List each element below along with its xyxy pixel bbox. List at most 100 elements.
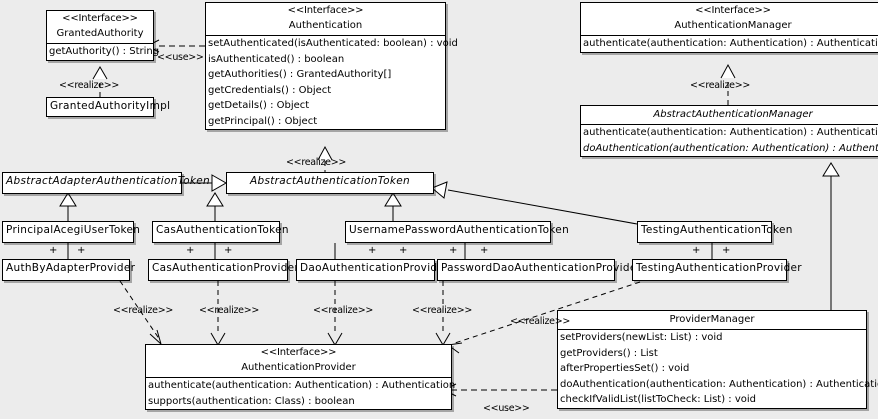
- multiplicity-marker: +: [186, 245, 195, 256]
- edge-label-realize-password-dao-authentication-provider: <<realize>>: [412, 305, 473, 316]
- class-cas-authentication-provider[interactable]: CasAuthenticationProvider: [148, 259, 300, 281]
- edge-label-realize-abstract-authentication-token: <<realize>>: [286, 157, 347, 168]
- members-compartment: authenticate(authentication: Authenticat…: [581, 125, 878, 156]
- member-row: setAuthenticated(isAuthenticated: boolea…: [208, 38, 458, 49]
- member-row: getCredentials() : Object: [208, 84, 332, 96]
- class-abstract-authentication-token[interactable]: AbstractAuthenticationToken: [226, 172, 434, 194]
- multiplicity-marker: +: [224, 245, 233, 256]
- class-name: GrantedAuthorityImpl: [50, 100, 171, 112]
- class-header: AuthByAdapterProvider: [3, 260, 136, 277]
- class-name: AuthenticationManager: [674, 20, 792, 31]
- class-header: ProviderManager: [558, 311, 866, 329]
- class-dao-authentication-provider[interactable]: DaoAuthenticationProvider: [296, 259, 449, 281]
- stereotype-interface: <<Interface>>: [287, 5, 364, 16]
- edge-label-realize-auth-by-adapter-provider: <<realize>>: [113, 305, 174, 316]
- class-name: TestingAuthenticationProvider: [636, 262, 802, 274]
- stereotype-interface: <<Interface>>: [695, 5, 771, 16]
- edge-label-realize-cas-authentication-provider: <<realize>>: [199, 305, 260, 316]
- class-name: AuthByAdapterProvider: [6, 262, 136, 274]
- class-header: AbstractAuthenticationToken: [227, 173, 433, 190]
- section-divider: [581, 35, 878, 36]
- multiplicity-marker: +: [368, 245, 377, 256]
- class-name: AbstractAuthenticationToken: [250, 175, 410, 187]
- multiplicity-marker: +: [399, 245, 408, 256]
- member-row: afterPropertiesSet() : void: [560, 363, 690, 374]
- section-divider: [47, 43, 153, 44]
- class-header: UsernamePasswordAuthenticationToken: [346, 222, 570, 239]
- multiplicity-marker: +: [480, 245, 489, 256]
- members-compartment: setProviders(newList: List) : void getPr…: [558, 330, 878, 408]
- class-name: GrantedAuthority: [56, 28, 144, 39]
- multiplicity-marker: +: [49, 245, 58, 256]
- class-header: <<Interface>> AuthenticationProvider: [146, 345, 451, 377]
- member-row: isAuthenticated() : boolean: [208, 53, 345, 65]
- edge-label-realize-dao-authentication-provider: <<realize>>: [313, 305, 374, 316]
- class-auth-by-adapter-provider[interactable]: AuthByAdapterProvider: [2, 259, 136, 281]
- class-header: TestingAuthenticationProvider: [633, 260, 802, 277]
- member-row: getAuthority() : String: [49, 46, 160, 57]
- class-principal-acegi-user-token[interactable]: PrincipalAcegiUserToken: [2, 221, 141, 243]
- multiplicity-marker: +: [449, 245, 458, 256]
- class-header: <<Interface>> GrantedAuthority: [47, 11, 153, 43]
- section-divider: [581, 124, 878, 125]
- multiplicity-marker: +: [77, 245, 86, 256]
- class-header: AbstractAuthenticationManager: [581, 106, 878, 124]
- member-row: authenticate(authentication: Authenticat…: [583, 38, 878, 49]
- class-name: DaoAuthenticationProvider: [300, 262, 449, 274]
- class-name: PasswordDaoAuthenticationProvider: [441, 262, 642, 274]
- class-header: CasAuthenticationToken: [153, 222, 289, 239]
- member-row: doAuthentication(authentication: Authent…: [560, 378, 878, 390]
- stereotype-interface: <<Interface>>: [62, 13, 138, 24]
- class-authentication-provider[interactable]: <<Interface>> AuthenticationProvider aut…: [145, 344, 456, 410]
- stereotype-interface: <<Interface>>: [260, 347, 337, 358]
- member-row: authenticate(authentication: Authenticat…: [148, 380, 456, 391]
- class-password-dao-authentication-provider[interactable]: PasswordDaoAuthenticationProvider: [437, 259, 642, 281]
- class-authentication[interactable]: <<Interface>> Authentication setAuthenti…: [205, 2, 458, 130]
- class-header: AbstractAdapterAuthenticationToken: [3, 173, 210, 190]
- member-row: getAuthorities() : GrantedAuthority[]: [208, 69, 392, 80]
- class-cas-authentication-token[interactable]: CasAuthenticationToken: [152, 221, 289, 243]
- class-name: AbstractAdapterAuthenticationToken: [6, 175, 210, 187]
- class-name: PrincipalAcegiUserToken: [6, 224, 141, 236]
- members-compartment: getAuthority() : String: [47, 44, 160, 60]
- class-header: GrantedAuthorityImpl: [47, 98, 171, 115]
- class-name: UsernamePasswordAuthenticationToken: [349, 224, 570, 236]
- class-name: CasAuthenticationProvider: [152, 262, 300, 274]
- edge-label-realize-testing-authentication-provider: <<realize>>: [510, 316, 571, 327]
- class-header: <<Interface>> AuthenticationManager: [581, 3, 878, 35]
- class-provider-manager[interactable]: ProviderManager setProviders(newList: Li…: [557, 310, 878, 409]
- edge-label-realize-granted-authority-impl: <<realize>>: [59, 80, 120, 91]
- class-name: CasAuthenticationToken: [156, 224, 289, 236]
- member-row: authenticate(authentication: Authenticat…: [583, 127, 878, 138]
- class-authentication-manager[interactable]: <<Interface>> AuthenticationManager auth…: [580, 2, 878, 53]
- class-name: Authentication: [288, 20, 363, 31]
- edge-label-realize-abstract-authentication-manager: <<realize>>: [690, 80, 751, 91]
- member-row: getDetails() : Object: [208, 100, 310, 111]
- class-abstract-authentication-manager[interactable]: AbstractAuthenticationManager authentica…: [580, 105, 878, 157]
- class-header: TestingAuthenticationToken: [638, 222, 792, 239]
- member-row: getProviders() : List: [560, 347, 658, 359]
- class-username-password-authentication-token[interactable]: UsernamePasswordAuthenticationToken: [345, 221, 570, 243]
- class-abstract-adapter-authentication-token[interactable]: AbstractAdapterAuthenticationToken: [2, 172, 210, 194]
- multiplicity-marker: +: [722, 245, 731, 256]
- class-header: DaoAuthenticationProvider: [297, 260, 449, 277]
- class-name: AuthenticationProvider: [241, 362, 356, 373]
- members-compartment: authenticate(authentication: Authenticat…: [146, 378, 456, 409]
- class-testing-authentication-token[interactable]: TestingAuthenticationToken: [637, 221, 792, 243]
- member-row: supports(authentication: Class) : boolea…: [148, 395, 355, 407]
- member-row: setProviders(newList: List) : void: [560, 332, 723, 343]
- member-row: getPrincipal() : Object: [208, 115, 318, 127]
- class-name: ProviderManager: [669, 314, 755, 325]
- edge-label-use-granted-authority: <<use>>: [157, 52, 204, 63]
- members-compartment: setAuthenticated(isAuthenticated: boolea…: [206, 36, 458, 129]
- class-name: AbstractAuthenticationManager: [653, 109, 813, 120]
- class-header: PasswordDaoAuthenticationProvider: [438, 260, 642, 277]
- section-divider: [146, 377, 451, 378]
- class-granted-authority-impl[interactable]: GrantedAuthorityImpl: [46, 97, 171, 117]
- multiplicity-marker: +: [692, 245, 701, 256]
- class-testing-authentication-provider[interactable]: TestingAuthenticationProvider: [632, 259, 802, 281]
- class-granted-authority[interactable]: <<Interface>> GrantedAuthority getAuthor…: [46, 10, 160, 61]
- class-header: CasAuthenticationProvider: [149, 260, 300, 277]
- section-divider: [558, 329, 866, 330]
